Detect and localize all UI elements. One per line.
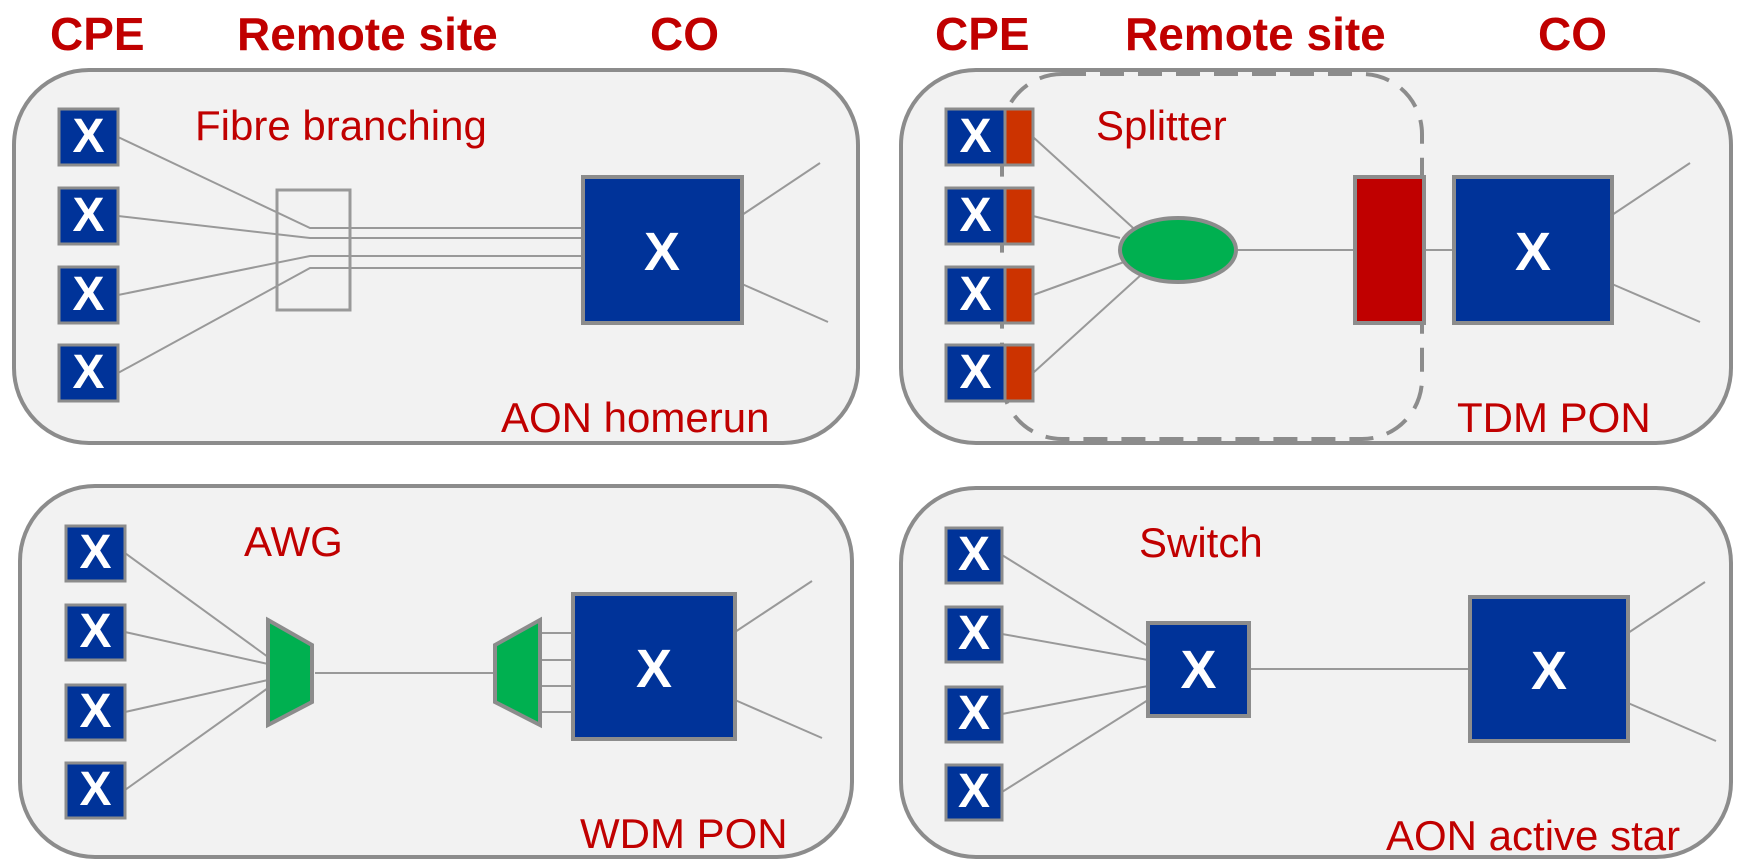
co-switch: [581, 175, 744, 325]
cpe-node-glyph: X: [958, 607, 990, 660]
co-switch-glyph: X: [1531, 641, 1567, 701]
cpe-node: [944, 343, 1007, 403]
cpe-node-glyph: X: [72, 268, 104, 321]
cpe-node-glyph: X: [72, 189, 104, 242]
cpe-nodes: X X X X: [57, 107, 120, 403]
panel-title-wdm-pon: WDM PON: [580, 810, 788, 857]
co-switch: [1452, 175, 1614, 325]
passive-splitter: [1118, 216, 1238, 284]
header-co-left: CO: [650, 8, 719, 60]
olt-module: [1353, 175, 1426, 325]
cpe-node-glyph: X: [959, 189, 991, 242]
cpe-node: [944, 526, 1004, 585]
cpe-nodes: X X X X: [64, 524, 127, 820]
cpe-nodes: X X X X: [944, 526, 1004, 822]
panel-title-aon-active-star: AON active star: [1386, 812, 1680, 859]
cpe-node: [57, 265, 120, 325]
awg-co: [493, 616, 542, 729]
fibre-lines: [1032, 136, 1701, 374]
cpe-node-glyph: X: [72, 110, 104, 163]
cpe-node-glyph: X: [958, 765, 990, 818]
cpe-node-glyph: X: [79, 526, 111, 579]
fibre-branching-label: Fibre branching: [195, 102, 487, 149]
onu-module: [1003, 343, 1035, 403]
panel-frame: [899, 486, 1733, 859]
cpe-nodes: X X X X: [944, 107, 1035, 403]
cpe-node: [64, 761, 127, 820]
remote-switch: [1146, 621, 1251, 718]
panel-title-tdm-pon: TDM PON: [1457, 394, 1651, 441]
cpe-node: [944, 265, 1007, 325]
switch-label: Switch: [1139, 519, 1263, 566]
header-cpe-left: CPE: [50, 8, 145, 60]
cpe-node: [944, 186, 1007, 246]
cpe-node: [64, 683, 127, 742]
panel-frame: [899, 68, 1733, 445]
remote-switch-glyph: X: [1180, 640, 1216, 700]
cpe-node-glyph: X: [958, 687, 990, 740]
cpe-node-glyph: X: [79, 605, 111, 658]
headers-left: CPE Remote site CO: [50, 8, 719, 60]
headers-right: CPE Remote site CO: [935, 8, 1607, 60]
awg-remote: [266, 616, 314, 729]
co-switch-glyph: X: [644, 222, 680, 282]
fibre-branching-box: [275, 188, 352, 312]
onu-module: [1003, 107, 1035, 167]
panel-wdm-pon: AWG X X X X X WDM PON: [18, 484, 854, 859]
cpe-node-glyph: X: [72, 346, 104, 399]
panel-frame: [18, 484, 854, 859]
cpe-node-glyph: X: [958, 528, 990, 581]
cpe-node: [57, 107, 120, 167]
cpe-node-glyph: X: [79, 763, 111, 816]
cpe-node: [64, 524, 127, 583]
cpe-node: [944, 107, 1007, 167]
cpe-node-glyph: X: [959, 346, 991, 399]
panel-title-aon-homerun: AON homerun: [501, 394, 769, 441]
cpe-node: [944, 685, 1004, 744]
panel-aon-active-star: Switch X X X X X X AON active star: [899, 486, 1733, 859]
header-remote-left: Remote site: [237, 8, 498, 60]
panel-aon-homerun: Fibre branching X X X X X AON homerun: [12, 68, 860, 445]
splitter-label: Splitter: [1096, 102, 1227, 149]
cpe-node-glyph: X: [959, 110, 991, 163]
cpe-node: [944, 605, 1004, 664]
onu-module: [1003, 265, 1035, 325]
cpe-node: [57, 186, 120, 246]
co-switch-glyph: X: [636, 639, 672, 699]
awg-label: AWG: [244, 518, 343, 565]
cpe-node: [57, 343, 120, 403]
fibre-lines: [117, 136, 829, 374]
co-switch-glyph: X: [1515, 222, 1551, 282]
fibre-lines: [1001, 554, 1717, 793]
co-switch: [1468, 595, 1630, 743]
cpe-node: [64, 603, 127, 662]
co-switch: [571, 592, 737, 741]
header-remote-right: Remote site: [1125, 8, 1386, 60]
fibre-lines: [124, 552, 823, 791]
header-cpe-right: CPE: [935, 8, 1030, 60]
header-co-right: CO: [1538, 8, 1607, 60]
cpe-node-glyph: X: [959, 268, 991, 321]
panel-tdm-pon: Splitter X X X X X TD: [899, 68, 1733, 445]
cpe-node-glyph: X: [79, 685, 111, 738]
cpe-node: [944, 763, 1004, 822]
onu-module: [1003, 186, 1035, 246]
